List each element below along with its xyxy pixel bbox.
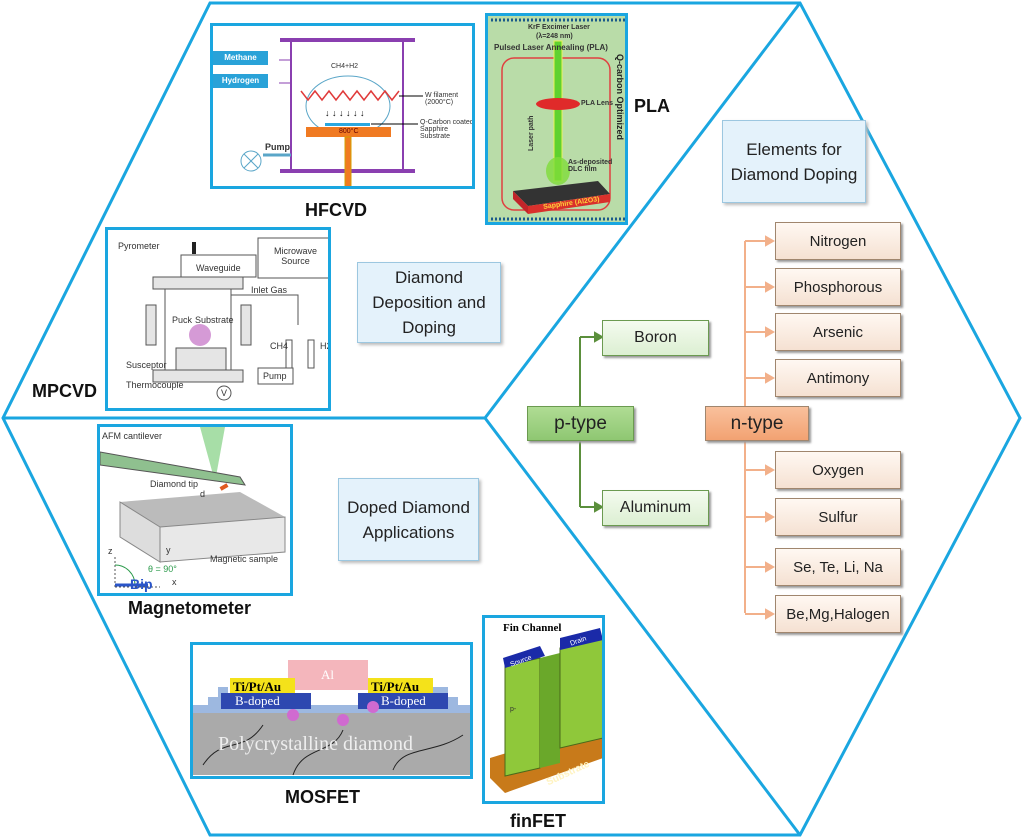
- n-element-box: Oxygen: [775, 451, 901, 489]
- magnetometer-panel: AFM cantilever Diamond tip Magnetic samp…: [97, 424, 293, 596]
- pla-schematic: [491, 18, 625, 221]
- waveguide-label: Waveguide: [196, 263, 241, 273]
- laser-label: KrF Excimer Laser: [528, 24, 590, 31]
- n-element-box: Nitrogen: [775, 222, 901, 260]
- n-arrowhead: [765, 464, 776, 476]
- film-label: As-deposited DLC film: [568, 159, 613, 173]
- substrate-label: Substrate: [195, 315, 234, 325]
- p-label: p-: [510, 706, 517, 713]
- finfet-schematic: [490, 628, 602, 793]
- puck-label: Puck: [172, 315, 193, 325]
- fin-channel-label: Fin Channel: [503, 622, 562, 634]
- angle-label: θ = 90°: [148, 564, 177, 574]
- n-arrowhead: [765, 372, 776, 384]
- n-element-box: Antimony: [775, 359, 901, 397]
- pla-title: PLA: [634, 96, 670, 116]
- contact-left-label: Ti/Pt/Au: [233, 679, 282, 694]
- inlet-gas-label: Inlet Gas: [251, 285, 288, 295]
- magnetometer-schematic: [100, 427, 286, 588]
- x-axis: x: [172, 577, 177, 587]
- pyrometer-label: Pyrometer: [118, 241, 160, 251]
- doped-left-label: B-doped: [235, 693, 280, 708]
- h2-label: H2: [320, 341, 331, 351]
- n-element-box: Se, Te, Li, Na: [775, 548, 901, 586]
- methane-label: Methane: [213, 51, 268, 65]
- z-axis: z: [108, 546, 113, 556]
- applications-box: Doped Diamond Applications: [338, 478, 479, 561]
- hfcvd-title: HFCVD: [305, 200, 367, 220]
- substrate-label: Q-Carbon coated Sapphire Substrate: [420, 119, 474, 140]
- finfet-panel: Fin Channel Source Drain Substrate p-: [482, 615, 605, 804]
- al-label: Al: [321, 667, 334, 682]
- finfet-title: finFET: [510, 811, 566, 831]
- cantilever-label: AFM cantilever: [102, 431, 163, 441]
- n-element-box: Arsenic: [775, 313, 901, 351]
- mosfet-panel: Al Ti/Pt/Au Ti/Pt/Au B-doped B-doped Al2…: [190, 642, 473, 779]
- pla-panel: KrF Excimer Laser (λ=248 nm) Pulsed Lase…: [485, 13, 628, 225]
- n-element-box: Be,Mg,Halogen: [775, 595, 901, 633]
- hfcvd-schematic: ↓ ↓ ↓ ↓ ↓ ↓: [213, 26, 472, 186]
- svg-text:↓ ↓ ↓ ↓ ↓ ↓: ↓ ↓ ↓ ↓ ↓ ↓: [325, 108, 365, 118]
- deposition-box: Diamond Deposition and Doping: [357, 262, 501, 343]
- n-type-box: n-type: [705, 406, 809, 441]
- n-arrowhead: [765, 511, 776, 523]
- sample-label: Magnetic sample: [210, 554, 279, 564]
- microwave-label: Microwave Source: [273, 246, 317, 266]
- tip-label: Diamond tip: [150, 479, 199, 489]
- p-element-boron: Boron: [602, 320, 709, 356]
- y-axis: y: [166, 545, 171, 555]
- contact-right-label: Ti/Pt/Au: [371, 679, 420, 694]
- field-label: Bip: [130, 576, 153, 592]
- mpcvd-title: MPCVD: [32, 381, 98, 401]
- thermocouple-label: Thermocouple: [126, 380, 184, 390]
- heater-temp: 800°C: [339, 128, 359, 135]
- susceptor-label: Susceptor: [126, 360, 167, 370]
- hydrogen-label: Hydrogen: [213, 74, 268, 88]
- n-arrowhead: [765, 235, 776, 247]
- filament-label: W filament (2000°C): [425, 92, 459, 106]
- pump-label: Pump: [265, 142, 291, 152]
- hfcvd-panel: ↓ ↓ ↓ ↓ ↓ ↓ Methane Hydrogen CH4+H2 W fi…: [210, 23, 475, 189]
- p-type-box: p-type: [527, 406, 634, 441]
- lens-label: PLA Lens: [581, 100, 614, 107]
- gas-label: CH4+H2: [331, 63, 359, 70]
- n-arrowhead: [765, 608, 776, 620]
- n-arrowhead: [765, 281, 776, 293]
- n-element-box: Sulfur: [775, 498, 901, 536]
- p-type-connectors: [579, 331, 605, 513]
- n-element-box: Phosphorous: [775, 268, 901, 306]
- mosfet-title: MOSFET: [285, 787, 360, 807]
- mpcvd-schematic: [145, 237, 328, 401]
- pla-title-label: Pulsed Laser Annealing (PLA): [494, 43, 608, 52]
- side-label: Q-carbon Optimized: [615, 54, 625, 141]
- mosfet-schematic: [193, 660, 470, 776]
- p-element-aluminum: Aluminum: [602, 490, 709, 526]
- oxide-label: Al2O3: [318, 693, 354, 708]
- magnetometer-title: Magnetometer: [128, 598, 252, 618]
- elements-box: Elements for Diamond Doping: [722, 120, 866, 203]
- n-arrowhead: [765, 326, 776, 338]
- diamond-label: Polycrystalline diamond: [218, 733, 413, 755]
- doped-right-label: B-doped: [381, 693, 426, 708]
- ch4-label: CH4: [270, 341, 289, 351]
- laser-path-label: Laser path: [528, 115, 535, 151]
- n-arrowhead: [765, 561, 776, 573]
- pump-label: Pump: [263, 371, 287, 381]
- mpcvd-panel: Pyrometer Waveguide Microwave Source Inl…: [105, 227, 331, 411]
- voltmeter-label: V: [221, 388, 228, 398]
- distance-label: d: [200, 489, 206, 499]
- wavelength-label: (λ=248 nm): [536, 33, 573, 40]
